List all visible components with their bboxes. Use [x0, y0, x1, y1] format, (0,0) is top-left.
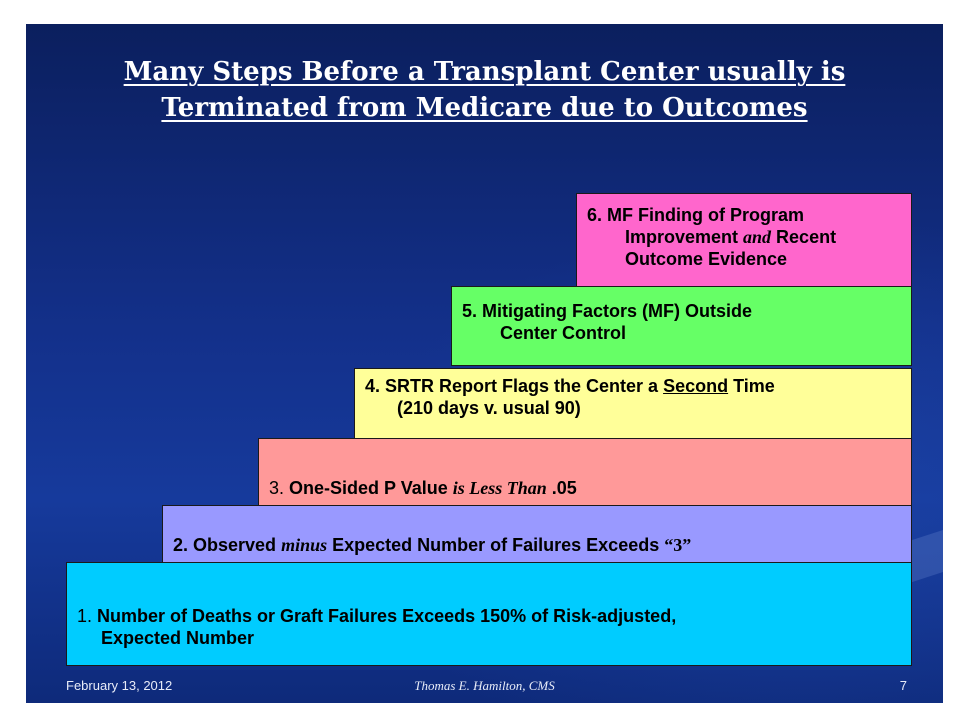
step-3-box: 3. One-Sided P Value is Less Than .05 — [258, 438, 912, 506]
step-3-less-than: is Less Than — [452, 478, 547, 498]
step-6-line-2: Improvement and Recent — [587, 226, 903, 248]
step-6-line-2a: Improvement — [625, 227, 744, 247]
step-1-box: 1. Number of Deaths or Graft Failures Ex… — [66, 562, 912, 666]
footer-date: February 13, 2012 — [66, 678, 173, 693]
step-4-number: 4. — [365, 376, 381, 396]
title-line-2: Terminated from Medicare due to Outcomes — [161, 93, 808, 123]
step-1-text: 1. Number of Deaths or Graft Failures Ex… — [77, 605, 903, 649]
step-5-line-1: Mitigating Factors (MF) Outside — [482, 301, 753, 321]
step-3-line-b: .05 — [546, 478, 577, 498]
step-2-minus: minus — [281, 535, 328, 555]
footer-page-number: 7 — [899, 678, 907, 693]
step-3-number: 3. — [269, 478, 285, 498]
step-6-number: 6. — [587, 205, 603, 225]
step-6-text: 6. MF Finding of Program Improvement and… — [587, 204, 903, 270]
step-4-line-1a: SRTR Report Flags the Center a — [385, 376, 664, 396]
step-4-second: Second — [663, 376, 729, 396]
step-6-line-2b: Recent — [771, 227, 837, 247]
step-1-line-1: Number of Deaths or Graft Failures Excee… — [92, 606, 677, 626]
step-5-line-2: Center Control — [500, 323, 626, 343]
step-1-number: 1. — [77, 606, 93, 626]
step-3-line-a: One-Sided P Value — [284, 478, 453, 498]
step-6-line-3: Outcome Evidence — [625, 249, 788, 269]
step-2-three: “3” — [664, 535, 692, 555]
slide: Many Steps Before a Transplant Center us… — [26, 24, 943, 703]
step-4-line-1b: Time — [728, 376, 775, 396]
slide-title: Many Steps Before a Transplant Center us… — [26, 54, 943, 126]
title-line-1: Many Steps Before a Transplant Center us… — [123, 57, 846, 87]
step-6-and: and — [743, 227, 772, 247]
step-1-line-2: Expected Number — [101, 628, 255, 648]
step-2-line-b: Expected Number of Failures Exceeds — [327, 535, 665, 555]
step-6-line-1: MF Finding of Program — [607, 205, 805, 225]
footer-author: Thomas E. Hamilton, CMS — [414, 678, 555, 693]
step-2-number: 2. — [173, 535, 189, 555]
step-2-box: 2. Observed minus Expected Number of Fai… — [162, 505, 912, 563]
step-6-box: 6. MF Finding of Program Improvement and… — [576, 193, 912, 293]
step-5-text: 5. Mitigating Factors (MF) Outside Cente… — [462, 300, 903, 344]
step-4-box: 4. SRTR Report Flags the Center a Second… — [354, 368, 912, 439]
step-2-text: 2. Observed minus Expected Number of Fai… — [173, 534, 903, 556]
step-3-text: 3. One-Sided P Value is Less Than .05 — [269, 477, 903, 499]
step-2-line-a: Observed — [188, 535, 282, 555]
step-4-text: 4. SRTR Report Flags the Center a Second… — [365, 375, 903, 419]
step-4-line-2: (210 days v. usual 90) — [397, 398, 581, 418]
step-5-number: 5. — [462, 301, 478, 321]
step-5-box: 5. Mitigating Factors (MF) Outside Cente… — [451, 286, 912, 366]
